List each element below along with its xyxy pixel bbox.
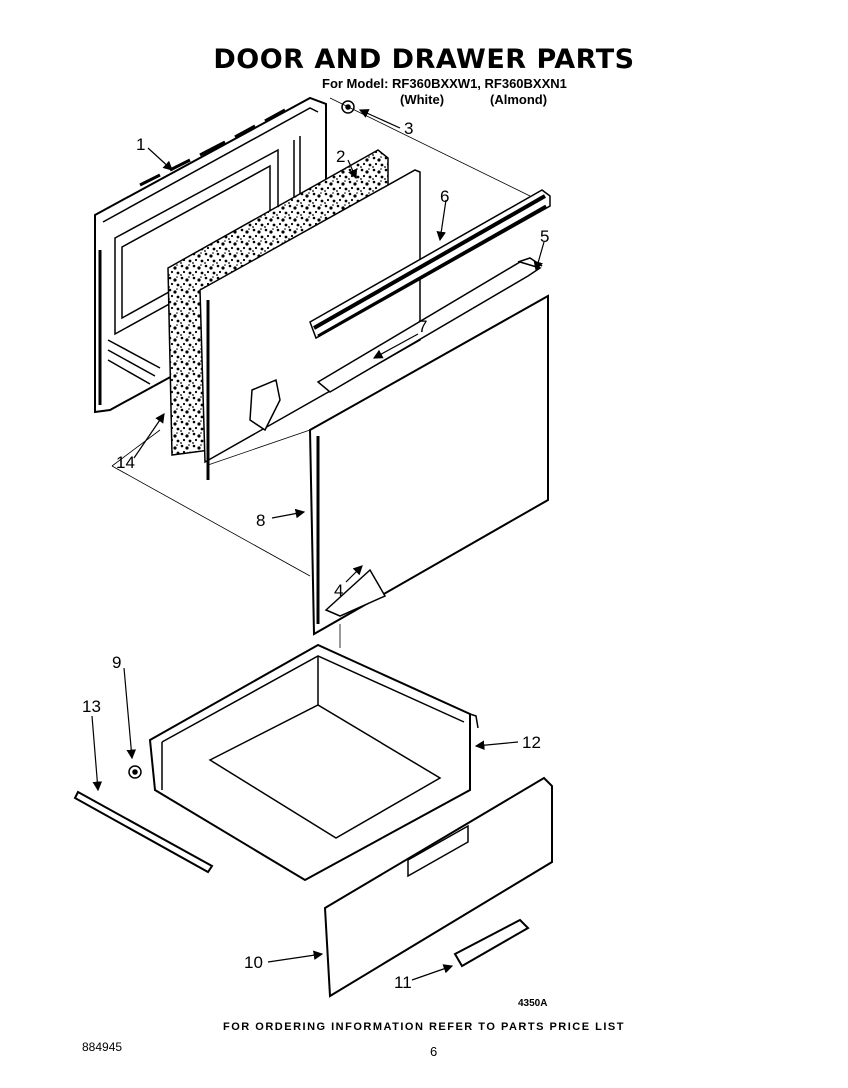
vent-trim-strip	[309, 189, 551, 340]
callout-14: 14	[116, 453, 135, 472]
callout-1: 1	[136, 135, 145, 154]
callout-12: 12	[522, 733, 541, 752]
door-glass-panel	[308, 294, 549, 636]
callout-2: 2	[336, 147, 345, 166]
figure-code: 4350A	[518, 998, 548, 1009]
model-subtitle: For Model: RF360BXXW1, RF360BXXN1	[322, 76, 567, 91]
drawer-roller	[128, 765, 142, 779]
document-number: 884945	[82, 1040, 123, 1054]
callout-leaders	[91, 109, 545, 981]
drawer-box	[148, 643, 479, 882]
page-number: 6	[430, 1044, 438, 1059]
callout-3: 3	[404, 119, 413, 138]
drawer-front-panel	[323, 776, 553, 998]
callout-6: 6	[440, 187, 449, 206]
callout-4: 4	[334, 581, 343, 600]
callout-5: 5	[540, 227, 549, 246]
callout-9: 9	[112, 653, 121, 672]
ordering-note: FOR ORDERING INFORMATION REFER TO PARTS …	[223, 1021, 625, 1033]
callout-11: 11	[394, 973, 412, 992]
door-handle-part	[316, 261, 542, 393]
drawer-handle-insert	[453, 918, 530, 968]
callout-7: 7	[418, 317, 427, 336]
page-title: DOOR AND DRAWER PARTS	[213, 44, 635, 75]
drawer-slide-rail	[73, 790, 214, 874]
variant-white: (White)	[400, 92, 445, 107]
variant-almond: (Almond)	[490, 92, 548, 107]
callout-13: 13	[82, 697, 101, 716]
callout-10: 10	[244, 953, 263, 972]
callout-8: 8	[256, 511, 265, 530]
latch-bracket	[249, 378, 281, 432]
